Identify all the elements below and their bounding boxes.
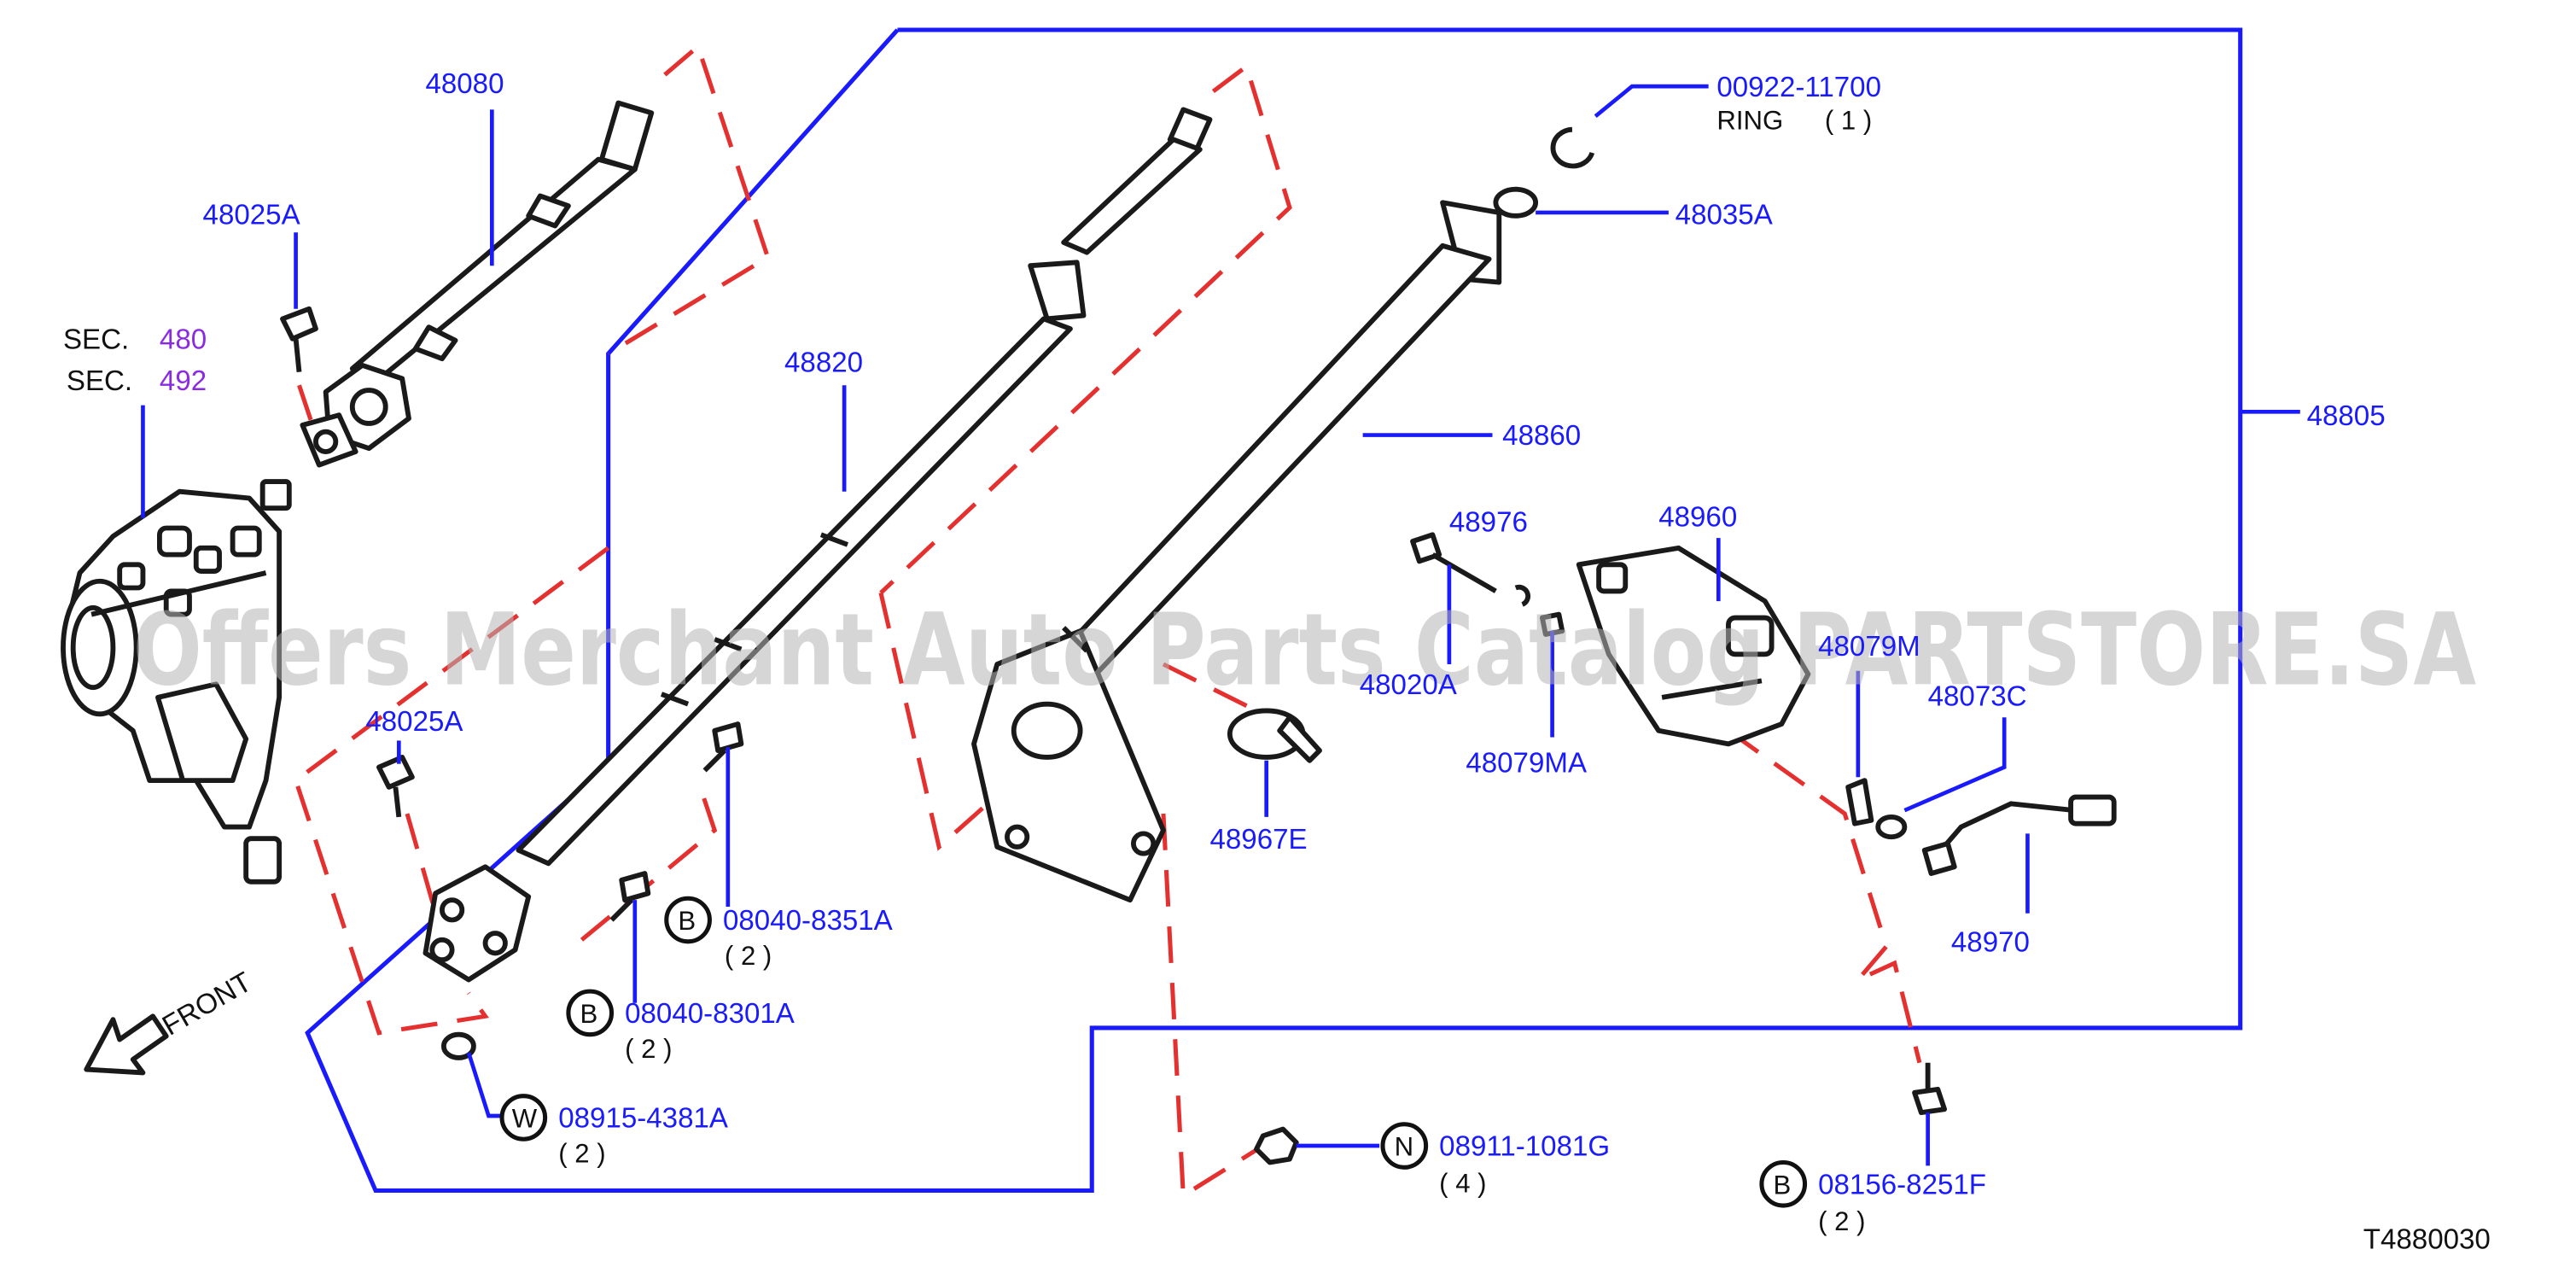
watermark-text: Offers Merchant Auto Parts Catalog PARTS… (133, 592, 2476, 708)
part-labels: 48080 48025A 48025A 48820 48860 48805 48… (203, 68, 2386, 959)
label-48073c: 48073C (1928, 681, 2027, 713)
label-48967e: 48967E (1209, 824, 1307, 855)
fastener-callouts: B 08040-8351A ( 2 ) B 08040-8301A ( 2 ) … (499, 896, 1986, 1236)
section-references: SEC. 480 SEC. 492 (63, 324, 207, 397)
section-prefix-2: SEC. (67, 365, 132, 397)
label-08911-1081g: 08911-1081G (1439, 1131, 1610, 1163)
small-parts (84, 126, 2117, 1165)
label-08915-4381a: 08915-4381A (558, 1103, 728, 1135)
label-ring-qty: ( 1 ) (1825, 106, 1872, 136)
badge-b-08156-8251f: B (1774, 1170, 1792, 1200)
diagram-code: T4880030 (2363, 1224, 2491, 1256)
label-48079m: 48079M (1818, 631, 1920, 663)
steering-gear-box (61, 479, 292, 885)
label-08040-8351a: 08040-8351A (723, 905, 893, 937)
label-48080: 48080 (425, 68, 504, 100)
qty-08156-8251f: ( 2 ) (1818, 1206, 1865, 1236)
label-48820: 48820 (784, 347, 863, 379)
leader-lines (141, 84, 2300, 1166)
label-48025a-top: 48025A (203, 200, 300, 231)
front-label: FRONT (157, 966, 257, 1042)
label-00922-11700: 00922-11700 (1716, 72, 1881, 103)
steering-shaft-48820 (423, 107, 1213, 983)
badge-w-08915-4381a: W (512, 1104, 538, 1134)
intermediate-shaft-48080 (300, 100, 655, 468)
label-08040-8301a: 08040-8301A (625, 998, 795, 1030)
label-ring: RING (1716, 106, 1783, 136)
badge-n-08911-1081g: N (1395, 1132, 1413, 1162)
label-08156-8251f: 08156-8251F (1818, 1169, 1986, 1200)
section-number-492: 492 (160, 365, 207, 397)
label-48970: 48970 (1951, 926, 2030, 958)
column-jacket-48860 (971, 200, 1502, 903)
label-48079ma: 48079MA (1466, 747, 1587, 779)
label-48035a: 48035A (1676, 200, 1773, 231)
label-48960: 48960 (1658, 502, 1737, 534)
section-prefix-1: SEC. (63, 324, 129, 355)
section-number-480: 480 (160, 324, 207, 355)
label-48976: 48976 (1449, 506, 1528, 538)
assembly-frame-48805 (305, 27, 2243, 1194)
badge-b-08040-8301a: B (580, 999, 598, 1029)
label-48025a-mid: 48025A (365, 706, 463, 738)
badge-b-08040-8351a: B (678, 906, 696, 936)
label-48860: 48860 (1502, 420, 1581, 452)
label-48805: 48805 (2307, 400, 2386, 432)
qty-08911-1081g: ( 4 ) (1439, 1168, 1486, 1198)
label-48020a: 48020A (1360, 669, 1457, 701)
qty-08040-8351a: ( 2 ) (725, 941, 772, 971)
qty-08040-8301a: ( 2 ) (625, 1034, 672, 1064)
qty-08915-4381a: ( 2 ) (558, 1138, 605, 1168)
